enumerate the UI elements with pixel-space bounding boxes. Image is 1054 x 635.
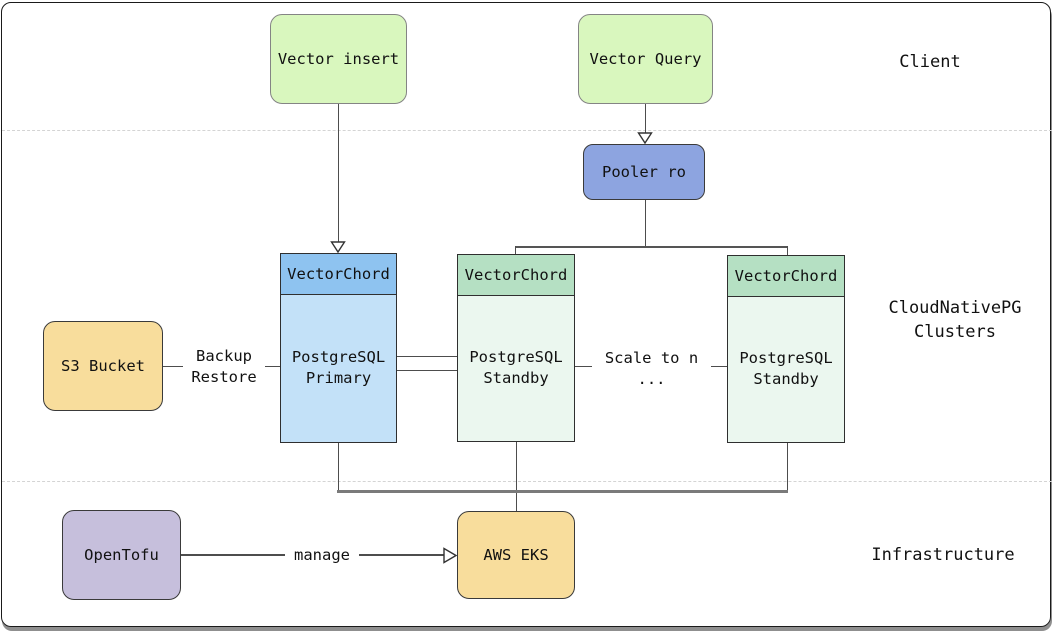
node-vector-insert: Vector insert [270,14,407,104]
edge-standby1-down [515,442,518,511]
edge-insert-to-primary [337,104,340,242]
edge-primary-standby1-b [397,369,457,372]
node-pooler-ro: Pooler ro [583,144,705,200]
node-standby1-label: PostgreSQL Standby [469,348,563,387]
node-pooler-ro-label: Pooler ro [602,163,686,181]
edge-primary-down [337,443,340,491]
node-standby2-label: PostgreSQL Standby [739,349,833,388]
edge-label-backup-restore: Backup Restore [183,345,265,389]
node-s3-bucket: S3 Bucket [43,321,163,411]
edge-eks-bus [337,490,788,493]
node-primary-header: VectorChord [281,254,396,295]
node-standby1-header: VectorChord [458,255,574,296]
arrowhead-down-icon [637,132,653,144]
edge-pooler-down [644,200,647,246]
node-opentofu-label: OpenTofu [84,546,159,564]
edge-label-manage: manage [285,544,359,567]
node-standby2-header: VectorChord [728,256,844,297]
edge-query-to-pooler [644,104,647,133]
edge-pooler-bus [514,245,788,248]
node-vector-insert-label: Vector insert [277,50,400,68]
node-postgresql-primary: VectorChord PostgreSQL Primary [280,253,397,443]
edge-primary-standby1-a [397,355,457,358]
node-aws-eks-label: AWS EKS [483,546,549,564]
edge-bus-to-standby2 [786,246,789,256]
divider-client-clusters [2,130,1052,131]
edge-bus-to-standby1 [514,246,517,255]
edge-standby2-down [786,443,789,491]
arrowhead-right-icon [443,547,458,564]
node-vector-query-label: Vector Query [589,50,702,68]
node-opentofu: OpenTofu [62,510,181,600]
node-aws-eks: AWS EKS [457,511,575,599]
arrowhead-down-icon [330,241,346,253]
node-postgresql-standby-1: VectorChord PostgreSQL Standby [457,254,575,442]
section-label-infrastructure: Infrastructure [871,545,1015,565]
node-s3-bucket-label: S3 Bucket [61,357,145,375]
node-postgresql-standby-2: VectorChord PostgreSQL Standby [727,255,845,443]
section-label-client: Client [899,52,961,72]
edge-label-scale-to-n: Scale to n ... [592,347,711,391]
section-label-cloudnativepg-clusters: CloudNativePG Clusters [888,298,1022,342]
node-vector-query: Vector Query [578,14,713,104]
node-primary-label: PostgreSQL Primary [291,348,386,387]
divider-clusters-infrastructure [2,481,1052,482]
